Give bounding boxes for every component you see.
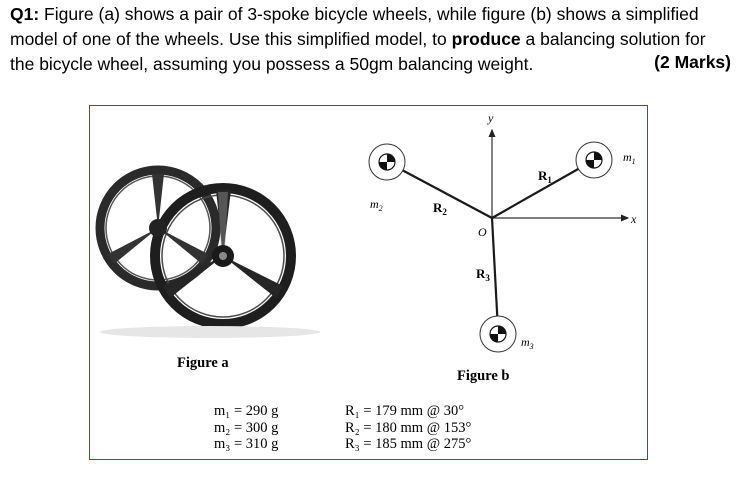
question-body-2: a balancing solution for the bicycle whe… (10, 29, 706, 74)
label-r1: R1 (538, 168, 552, 185)
mass-value: m₃ = 310 g (214, 436, 279, 452)
origin-label: O (478, 225, 487, 239)
mass-value: m₁ = 290 g (214, 403, 279, 419)
radius-value: R₁ = 179 mm @ 30° (345, 403, 464, 419)
wheel-model-diagram: y x O R1 R2 R3 m1 m2 m3 (368, 111, 637, 353)
mass-m1-icon (575, 141, 613, 179)
label-r2: R2 (433, 200, 447, 217)
radius-value: R₃ = 185 mm @ 275° (345, 436, 472, 452)
marks-label: (2 Marks) (654, 52, 731, 72)
question-text: Q1: Figure (a) shows a pair of 3-spoke b… (10, 2, 734, 77)
y-axis-label: y (487, 111, 494, 125)
mass-list: m₁ = 290 g m₂ = 300 g m₃ = 310 g (214, 403, 278, 453)
bicycle-wheels-image (95, 165, 320, 338)
mass-m3-icon (479, 315, 517, 353)
arm-r2 (386, 161, 493, 219)
mass-m2-icon (368, 143, 406, 181)
question-label: Q1: (10, 4, 40, 24)
radius-list: R₁ = 179 mm @ 30° R₂ = 180 mm @ 153° R₃ … (345, 403, 471, 453)
label-m2: m2 (370, 197, 383, 213)
arm-r3 (490, 217, 500, 331)
x-axis-label: x (630, 212, 637, 226)
mass-value: m₂ = 300 g (214, 419, 279, 436)
radius-value: R₂ = 180 mm @ 153° (345, 419, 472, 436)
arm-r1 (491, 159, 595, 219)
figure-drawing: y x O R1 R2 R3 m1 m2 m3 (95, 111, 637, 353)
label-m3: m3 (521, 335, 534, 351)
label-m1: m1 (623, 150, 636, 166)
figure-a-caption: Figure a (177, 355, 229, 371)
label-r3: R3 (476, 266, 490, 283)
figure-panel: y x O R1 R2 R3 m1 m2 m3 Figure a Figure … (89, 105, 648, 460)
figure-b-caption: Figure b (457, 368, 510, 384)
question-body-1: Figure (a) shows a pair of 3-spoke bicyc… (10, 4, 699, 49)
question-bold-word: produce (451, 29, 521, 49)
